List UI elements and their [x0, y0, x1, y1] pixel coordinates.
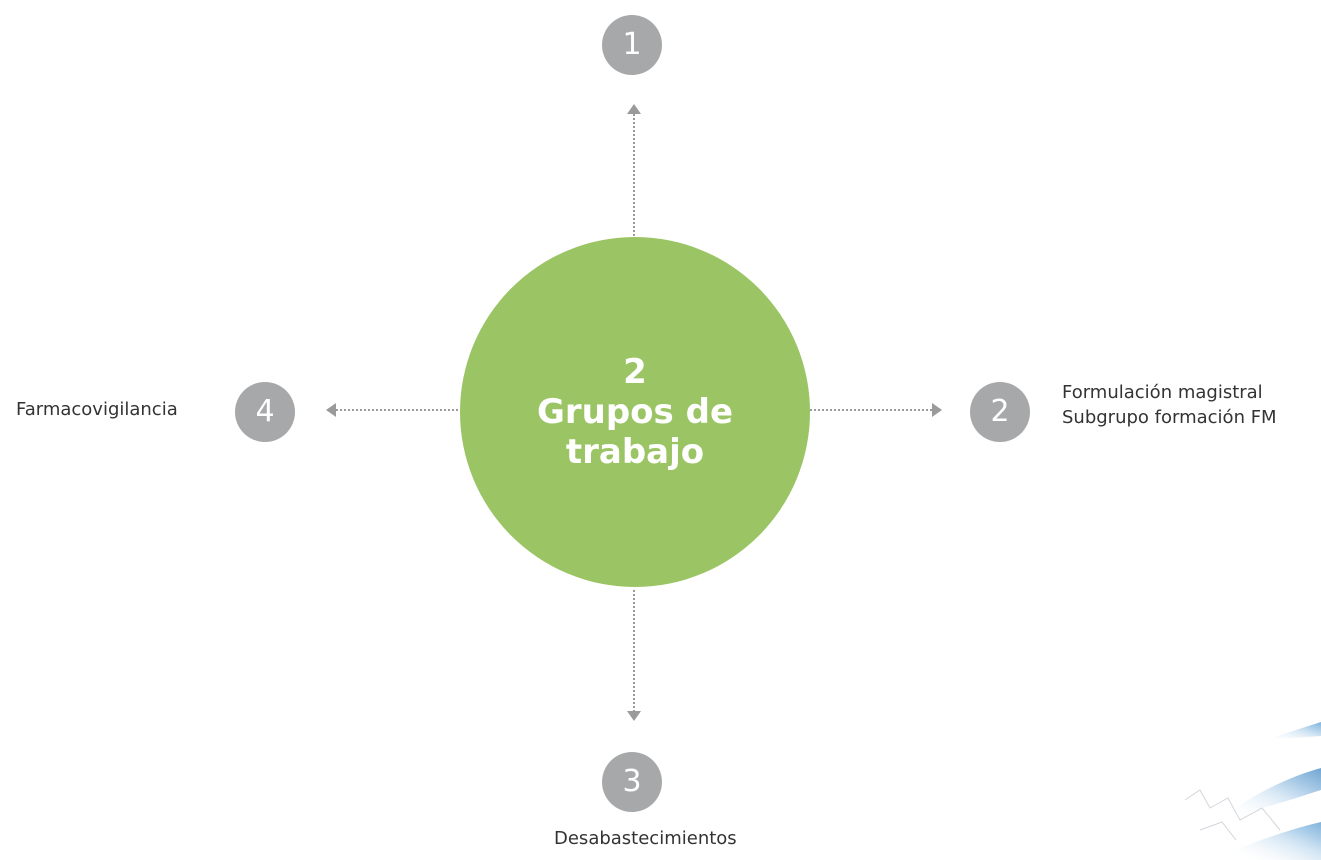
- node-2-number: 2: [990, 394, 1010, 429]
- center-title-line1: Grupos de: [536, 392, 734, 432]
- node-2: 2: [970, 382, 1030, 442]
- center-count: 2: [623, 352, 647, 392]
- node-2-label-line1: Formulación magistral: [1062, 382, 1263, 403]
- node-4: 4: [235, 382, 295, 442]
- arrow-up-head: [627, 104, 641, 114]
- node-3: 3: [602, 752, 662, 812]
- center-title-line2: trabajo: [565, 432, 705, 472]
- center-circle: 2 Grupos de trabajo: [460, 237, 810, 587]
- node-2-label: Formulación magistral Subgrupo formación…: [1062, 380, 1277, 430]
- node-3-number: 3: [622, 764, 642, 799]
- arrow-right-head: [932, 403, 942, 417]
- arrow-down-head: [627, 711, 641, 721]
- node-4-number: 4: [255, 394, 275, 429]
- arrow-left-head: [326, 403, 336, 417]
- node-3-label: Desabastecimientos: [554, 828, 737, 849]
- node-2-label-line2: Subgrupo formación FM: [1062, 407, 1277, 428]
- node-1: 1: [602, 15, 662, 75]
- node-4-label: Farmacovigilancia: [16, 399, 178, 420]
- node-1-number: 1: [622, 27, 642, 62]
